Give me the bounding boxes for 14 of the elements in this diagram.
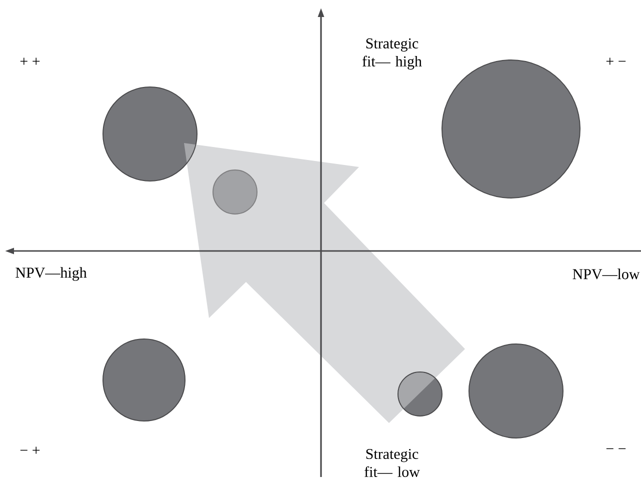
bubble-circle	[102, 86, 198, 182]
bubble-circle	[468, 344, 564, 438]
axis-label: Strategic fit— high	[362, 38, 422, 70]
bubble-circle	[212, 170, 258, 214]
quadrant-label: − +	[20, 446, 40, 454]
quadrant-label: + +	[20, 58, 40, 65]
quadrant-label: + −	[606, 58, 626, 65]
quadrant-label: − −	[606, 448, 626, 450]
bubble-circle	[398, 372, 442, 416]
bubble-circle	[442, 60, 580, 198]
axis-label: NPV—low	[572, 268, 640, 280]
axis-label: Strategic fit— low	[364, 448, 420, 478]
bubble-circle	[102, 338, 186, 422]
axis-label: NPV—high	[16, 267, 87, 281]
